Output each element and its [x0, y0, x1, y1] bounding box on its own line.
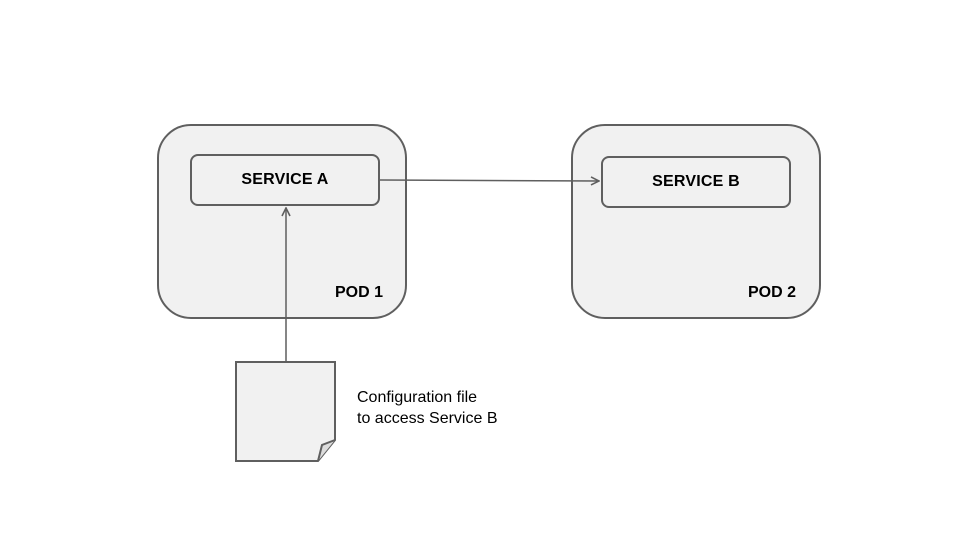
config-file-caption-line1: Configuration file [357, 389, 478, 406]
config-file-caption-line2: to access Service B [357, 410, 498, 427]
document-icon [235, 361, 336, 462]
service-a-to-b-arrow [379, 180, 599, 181]
service-b-box: SERVICE B [601, 156, 791, 208]
config-file-caption: Configuration file to access Service B [357, 387, 498, 429]
service-b-label: SERVICE B [652, 173, 740, 190]
service-a-label: SERVICE A [241, 171, 329, 188]
pod-1-label: POD 1 [335, 284, 384, 301]
pod-2-label: POD 2 [748, 284, 797, 301]
service-a-box: SERVICE A [190, 154, 380, 206]
